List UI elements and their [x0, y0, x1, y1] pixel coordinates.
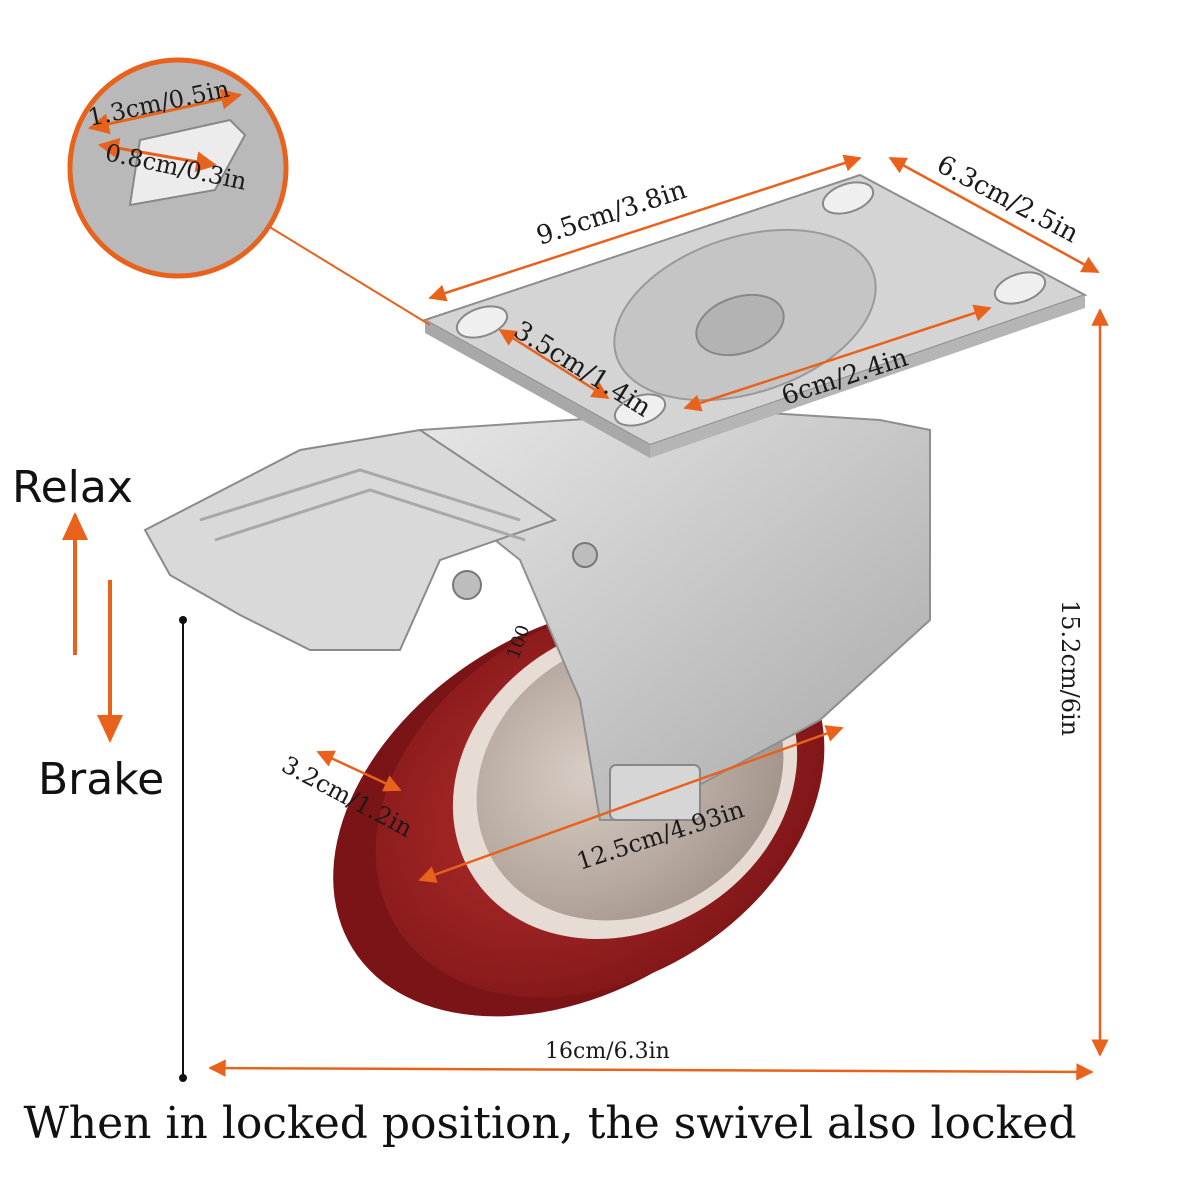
down-arrow-icon	[97, 715, 123, 743]
dimension-arrow	[97, 137, 218, 173]
hole-spacing-short-arrow	[498, 328, 610, 400]
brake-label: Brake	[38, 754, 165, 805]
rivet	[572, 542, 598, 568]
caption: When in locked position, the swivel also…	[23, 1098, 1077, 1149]
plate-length-arrow	[428, 154, 862, 302]
relax-label: Relax	[12, 462, 133, 513]
brake-pedal	[143, 428, 558, 651]
diameter-arrow	[418, 725, 844, 883]
brake-direction-indicator	[62, 512, 123, 743]
width-arrow	[208, 1059, 1094, 1081]
mount-hole	[455, 305, 509, 339]
mount-hole	[613, 393, 667, 427]
plate-width-arrow	[888, 156, 1100, 274]
rivet	[452, 570, 482, 600]
hole-spacing-long-arrow	[683, 304, 992, 412]
dimension-arrow	[87, 88, 243, 135]
zoom-leader-line	[267, 225, 431, 326]
height-label: 15.2cm/6in	[1056, 600, 1084, 736]
hole-detail-zoom: 1.3cm/0.5in 0.8cm/0.3in	[67, 57, 431, 326]
dimension-lines	[179, 154, 1109, 1082]
tread-arrow	[316, 750, 402, 792]
mount-hole	[993, 271, 1047, 305]
width-label: 16cm/6.3in	[545, 1039, 670, 1064]
up-arrow-icon	[62, 512, 88, 540]
